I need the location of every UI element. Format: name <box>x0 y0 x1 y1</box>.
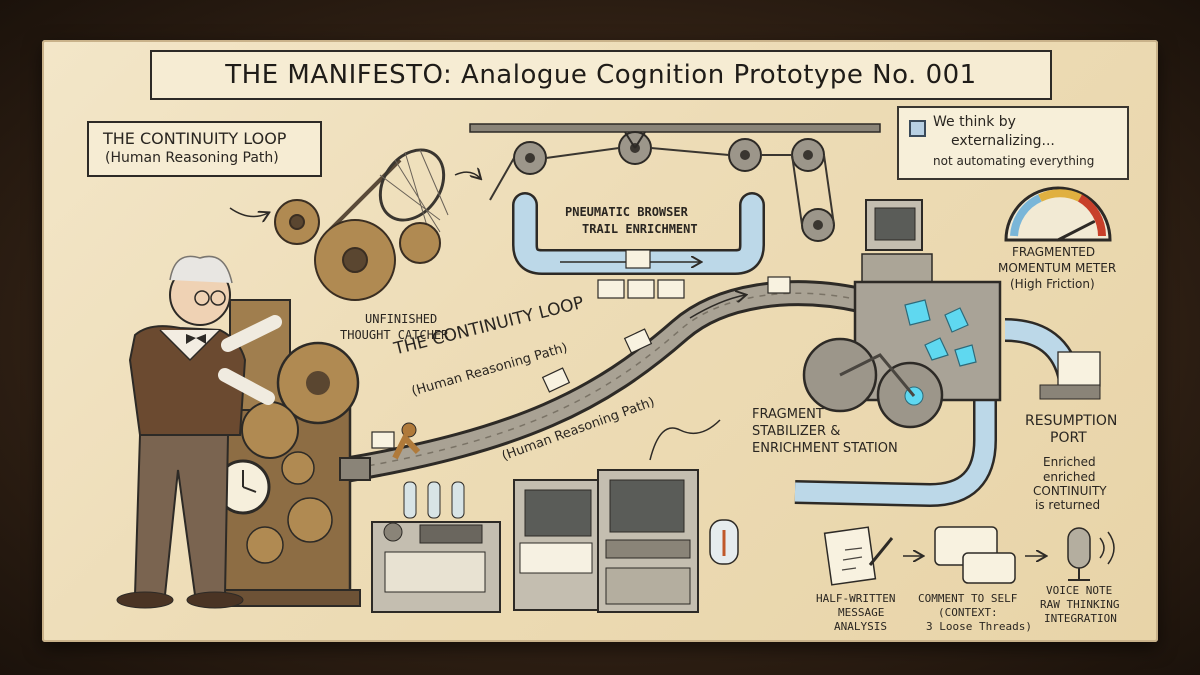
inventor-figure <box>116 255 282 609</box>
voice-label-1: VOICE NOTE <box>1046 584 1113 597</box>
enriched-line-4: is returned <box>1035 498 1101 512</box>
voice-label-2: RAW THINKING <box>1040 598 1120 611</box>
stabilizer-label-1: FRAGMENT <box>752 407 824 422</box>
catcher-label-1: UNFINISHED <box>365 312 438 326</box>
loop-box-subtitle: (Human Reasoning Path) <box>105 150 279 166</box>
manifesto-note: We think by externalizing... not automat… <box>897 106 1129 180</box>
enriched-line-3: CONTINUITY <box>1033 484 1107 498</box>
note-line-3: not automating everything <box>933 154 1095 168</box>
stabilizer-label-3: ENRICHMENT STATION <box>752 441 898 456</box>
meter-label-3: (High Friction) <box>1010 277 1095 291</box>
note-line-1: We think by <box>933 114 1016 130</box>
continuity-loop-callout: THE CONTINUITY LOOP (Human Reasoning Pat… <box>87 121 322 177</box>
thought-catcher-net <box>229 148 480 237</box>
note-line-2: externalizing... <box>951 133 1055 149</box>
comment-label-3: 3 Loose Threads) <box>926 620 1032 633</box>
pneumatic-pipe <box>512 192 765 299</box>
comment-label-2: (CONTEXT: <box>938 606 998 619</box>
enriched-line-2: enriched <box>1043 470 1096 484</box>
pneumatic-label-1: PNEUMATIC BROWSER <box>565 205 688 219</box>
comment-label-1: COMMENT TO SELF <box>918 592 1018 605</box>
stabilizer-machine <box>802 199 1002 429</box>
meter-label-2: MOMENTUM METER <box>998 261 1117 275</box>
loop-box-title: THE CONTINUITY LOOP <box>103 129 287 148</box>
stabilizer-label-2: STABILIZER & <box>752 424 841 439</box>
return-pipe <box>794 318 1101 508</box>
momentum-meter <box>1004 186 1112 242</box>
overhead-rail <box>469 123 881 242</box>
continuity-conveyor <box>342 276 863 483</box>
lower-consoles <box>371 419 739 613</box>
catcher-label-2: THOUGHT CATCHER <box>340 328 449 342</box>
meter-label-1: FRAGMENTED <box>1012 245 1096 259</box>
half-written-label-3: ANALYSIS <box>834 620 887 633</box>
half-written-label-2: MESSAGE <box>838 606 885 619</box>
checkbox-icon <box>909 120 926 137</box>
enriched-line-1: Enriched <box>1043 455 1096 469</box>
half-written-label-1: HALF-WRITTEN <box>816 592 896 605</box>
resumption-label-2: PORT <box>1050 430 1087 446</box>
upper-gears <box>274 199 441 301</box>
resumption-label-1: RESUMPTION <box>1025 413 1118 429</box>
bottom-icons <box>823 526 1115 586</box>
pneumatic-label-2: TRAIL ENRICHMENT <box>582 222 698 236</box>
voice-label-3: INTEGRATION <box>1044 612 1117 625</box>
poster-title: THE MANIFESTO: Analogue Cognition Protot… <box>150 50 1052 100</box>
